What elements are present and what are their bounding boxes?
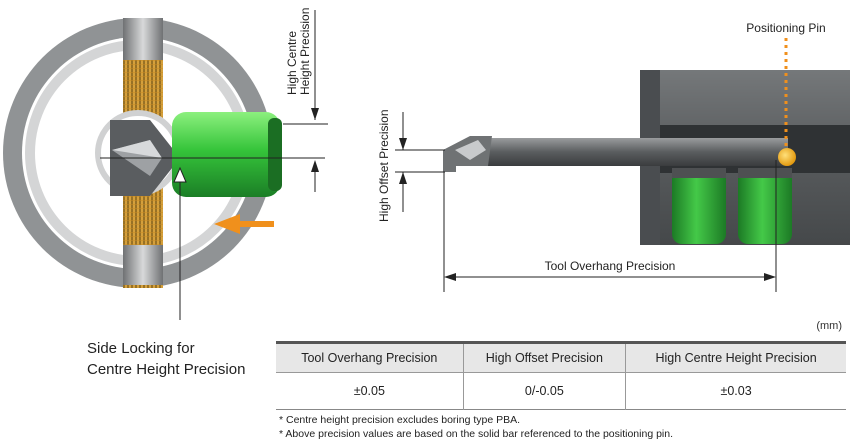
side-locking-label-line-2: Centre Height Precision <box>87 361 246 378</box>
boring-bar <box>488 138 788 166</box>
green-clamp-screw-1 <box>672 168 726 244</box>
up-arrow-icon <box>311 160 319 172</box>
tool-holder-side-view: Positioning Pin High Offset Precision To… <box>377 21 850 292</box>
down-arrow-icon <box>311 108 319 120</box>
footnote-2: * Above precision values are based on th… <box>279 428 674 440</box>
header-high-offset: High Offset Precision <box>463 342 627 373</box>
height-precision-label-2: Height Precision <box>298 8 312 95</box>
shaft-top-cap <box>123 18 163 60</box>
side-locking-label-line-1: Side Locking for <box>87 340 195 357</box>
shaft-bottom-cap <box>123 245 163 285</box>
table-row: ±0.05 0/-0.05 ±0.03 <box>276 372 846 410</box>
offset-up-arrow-icon <box>399 172 407 184</box>
turret-cross-section: High Centre Height Precision <box>3 8 328 320</box>
footnotes: * Centre height precision excludes borin… <box>279 413 673 441</box>
overhang-right-arrow-icon <box>764 273 776 281</box>
offset-down-arrow-icon <box>399 138 407 150</box>
side-locking-label: Side Locking for Centre Height Precision <box>87 338 287 380</box>
green-clamp-block <box>172 112 280 197</box>
green-clamp-screw-2 <box>738 168 792 244</box>
offset-precision-label: High Offset Precision <box>377 110 391 223</box>
value-tool-overhang: ±0.05 <box>276 372 464 410</box>
value-high-offset: 0/-0.05 <box>463 372 627 410</box>
value-centre-height: ±0.03 <box>720 384 752 398</box>
overhang-precision-label: Tool Overhang Precision <box>545 259 676 273</box>
positioning-pin-label: Positioning Pin <box>746 21 825 35</box>
table-header-row: Tool Overhang Precision High Offset Prec… <box>276 342 846 373</box>
overhang-left-arrow-icon <box>444 273 456 281</box>
header-tool-overhang: Tool Overhang Precision <box>276 342 464 373</box>
unit-label: (mm) <box>816 320 842 332</box>
orange-arrow-icon <box>214 214 274 234</box>
precision-table: Tool Overhang Precision High Offset Prec… <box>276 341 846 410</box>
footnote-1: * Centre height precision excludes borin… <box>279 414 521 426</box>
height-precision-label-1: High Centre <box>285 31 299 95</box>
positioning-pin <box>778 148 796 166</box>
header-centre-height: High Centre Height Precision <box>625 342 846 373</box>
